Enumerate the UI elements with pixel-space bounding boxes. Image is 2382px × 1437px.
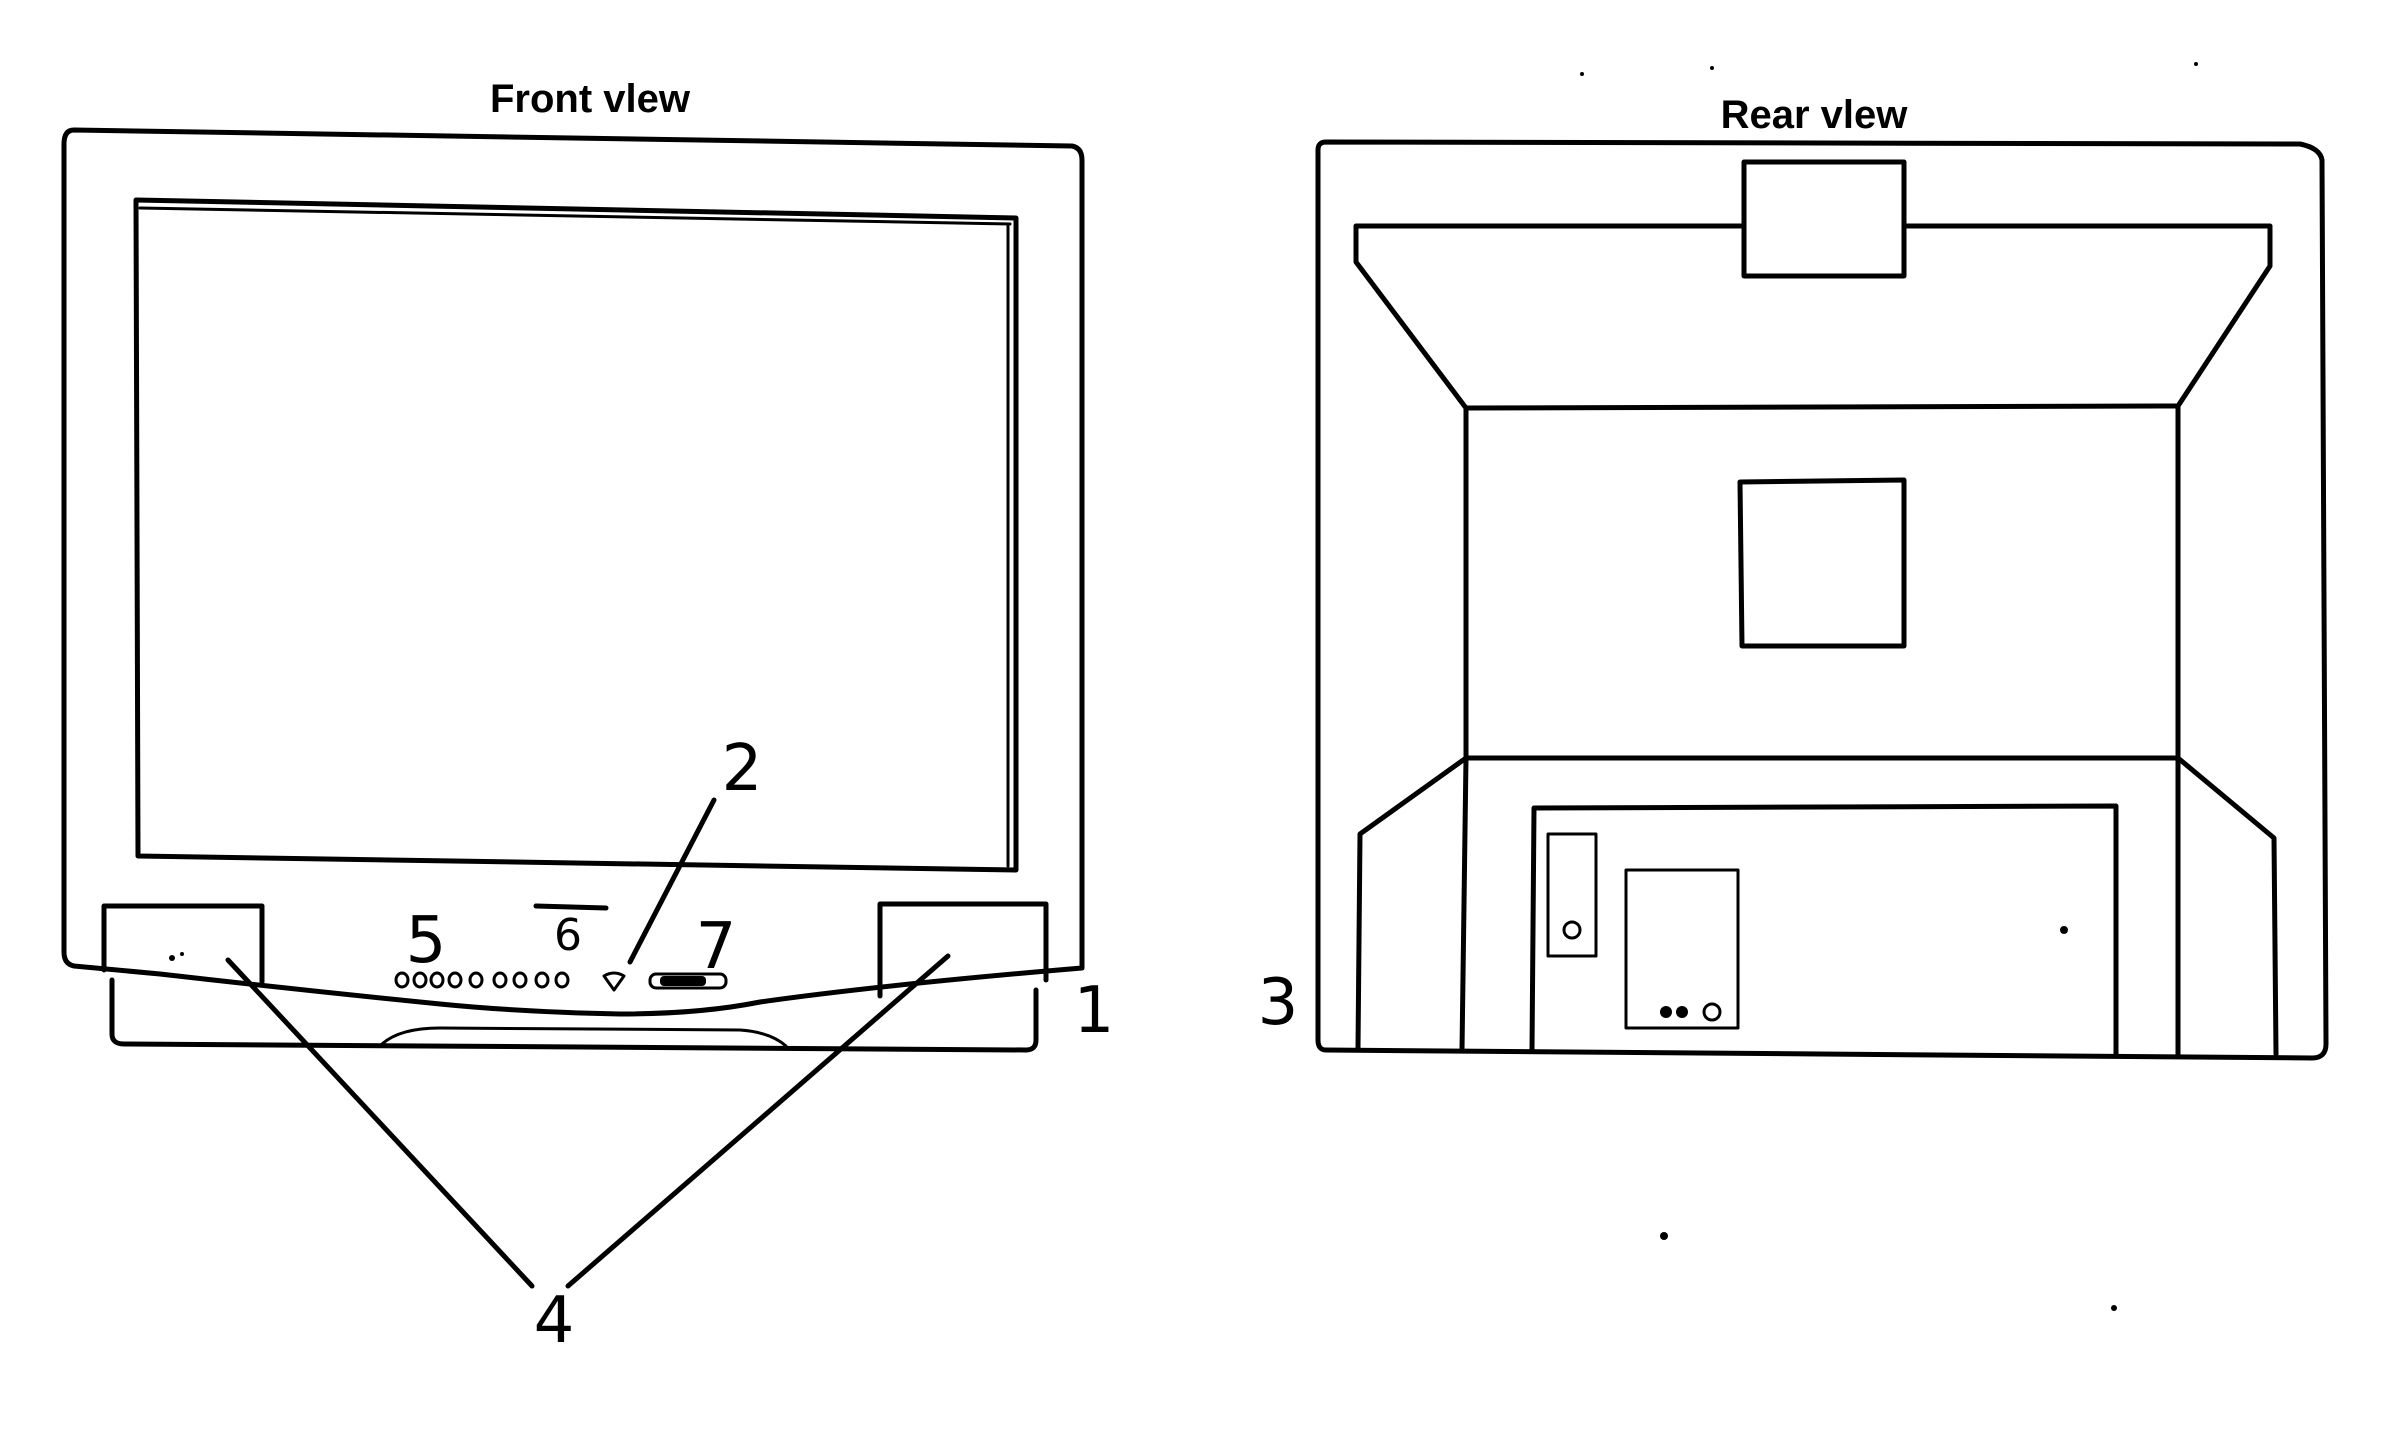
callout-7: 7 [696,910,737,984]
button-9-icon [554,971,570,989]
leader-4-left [225,957,535,1289]
rear-jack-panel [1546,832,1598,958]
rear-upper-panel [1353,223,2273,411]
front-screen-inner-edge [138,206,1012,868]
power-switch-knob [660,976,706,986]
front-buttons [394,971,570,989]
leader-2 [627,797,717,965]
callout-5: 5 [406,904,447,978]
callout-4: 4 [534,1284,575,1358]
callout-2: 2 [722,732,763,806]
rear-lower-left-flap [1355,755,1469,1051]
callout-6: 6 [554,910,582,961]
rear-connection-panel [1529,803,2119,1057]
rear-lower-right-flap [2175,755,2279,1057]
button-8-icon [534,971,550,989]
rear-middle-panel [1463,403,2181,761]
left-speaker [101,903,265,985]
right-speaker [877,901,1049,999]
rear-terminal-block [1624,868,1740,1030]
terminal-3-icon [1702,1002,1722,1022]
front-screen [133,197,1019,873]
front-cabinet [61,127,1085,1017]
rear-cabinet [1315,139,2329,1061]
indicator-light-icon [602,971,626,992]
leader-4-right [565,953,951,1289]
terminal-2-icon [1676,1006,1688,1018]
callout-1: 1 [1074,974,1115,1048]
rear-jack-icon [1562,920,1582,940]
front-view: Front vlew [61,77,1115,1358]
button-2-icon [412,971,428,989]
front-base [109,977,1039,1053]
rear-center-square [1737,477,1907,649]
button-1-icon [394,971,410,989]
power-switch-icon [648,972,728,990]
rear-view-title: Rear vlew [1721,93,1909,137]
terminal-1-icon [1660,1006,1672,1018]
button-6-icon [492,971,508,989]
front-view-title: Front vlew [490,77,691,121]
control-slot [533,903,609,911]
rear-lower-inner-left [1459,755,1469,1053]
button-4-icon [447,971,463,989]
button-7-icon [512,971,528,989]
front-base-slot [380,1026,788,1048]
rear-top-vent [1741,159,1907,279]
callout-3: 3 [1258,966,1299,1040]
button-5-icon [468,971,484,989]
rear-view: Rear vlew 3 [1258,62,2329,1311]
button-3-icon [429,971,445,989]
